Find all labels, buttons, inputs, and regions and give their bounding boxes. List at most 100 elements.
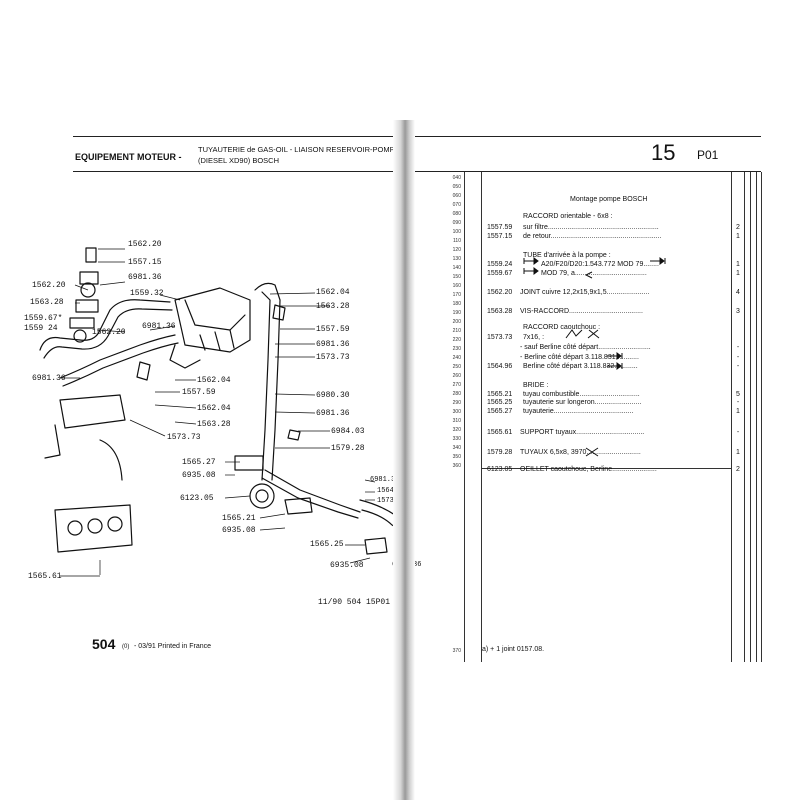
part-qty: -	[736, 344, 740, 351]
part-ref: 6123.05	[487, 466, 513, 473]
part-qty: 1	[736, 449, 740, 456]
row-number: 110	[453, 238, 461, 244]
table-rule	[761, 172, 762, 662]
part-qty: 1	[736, 233, 740, 240]
part-label: 6123.05	[180, 494, 214, 503]
bracket-1565-21	[284, 497, 313, 515]
part-description: RACCORD caoutchouc :	[523, 324, 601, 331]
row-number: 270	[452, 382, 461, 388]
part-description: SUPPORT tuyaux..........................…	[520, 429, 645, 436]
part-description: JOINT cuivre 12,2x15,9x1,5..............…	[520, 289, 650, 296]
row-number: 250	[452, 364, 461, 370]
part-description: BRIDE :	[523, 382, 549, 389]
row-number: 090	[452, 220, 461, 226]
part-description: tuyauterie sur longeron.................…	[523, 399, 642, 406]
part-qty: 1	[736, 270, 740, 277]
part-description: OEILLET caoutchouc, Berline.............…	[520, 466, 657, 473]
part-qty: -	[736, 363, 740, 370]
part-qty: 2	[736, 466, 740, 473]
part-description: sur filtre..............................…	[523, 224, 659, 231]
part-qty: 1	[736, 261, 740, 268]
left-hose	[39, 299, 171, 351]
part-ref: 1557.59	[487, 224, 513, 231]
part-label: 1562.20	[128, 240, 162, 249]
part-label: 6935.08	[330, 561, 364, 570]
part-label: 6981.36	[32, 374, 66, 383]
part-label: 1563.28	[316, 302, 350, 311]
part-label: 1557.15	[128, 258, 162, 267]
part-description: tuyau combustible.......................…	[523, 391, 640, 398]
part-label: 6981.36	[142, 322, 176, 331]
footer-printed: - 03/91 Printed in France	[134, 643, 212, 650]
row-number: 130	[452, 256, 461, 262]
part-label: 6935.08	[182, 471, 216, 480]
row-number: 080	[452, 211, 461, 217]
part-qty: -	[736, 354, 740, 361]
part-description: TUBE d'arrivée à la pompe :	[523, 252, 611, 259]
part-ref: 1559.24	[487, 261, 513, 268]
part-ref: 1563.28	[487, 308, 513, 315]
part-label: 1563.28	[197, 420, 231, 429]
page-code: P01	[697, 148, 719, 162]
part-description: 7x16, :	[523, 334, 545, 341]
part-label: 6984.03	[331, 427, 365, 436]
bracket-1565-25	[364, 537, 388, 555]
part-description: - sauf Berline côté départ..............…	[520, 344, 651, 351]
part-qty: 1	[736, 408, 740, 415]
part-label: 6935.08	[222, 526, 256, 535]
part-ref: 1564.96	[487, 363, 513, 370]
book-gutter-shadow	[393, 120, 415, 800]
part-ref: 1557.15	[487, 233, 513, 240]
part-ref: 1579.28	[487, 449, 513, 456]
row-number: 310	[452, 418, 461, 424]
part-label: 6981.36	[316, 340, 350, 349]
table-heading: Montage pompe BOSCH	[570, 196, 648, 203]
header-title-line1: TUYAUTERIE de GAS-OIL - LIAISON RESERVOI…	[198, 145, 400, 154]
part-label: 1559.32	[130, 289, 164, 298]
row-number: 230	[452, 346, 461, 352]
part-qty: -	[736, 399, 740, 406]
part-ref: 1573.73	[487, 334, 513, 341]
row-number: 070	[452, 202, 461, 208]
part-qty: 4	[736, 289, 740, 296]
row-number: 060	[452, 193, 461, 199]
fitting-top	[85, 247, 97, 263]
part-description: de retour...............................…	[523, 233, 662, 240]
part-label: 1562.04	[316, 288, 350, 297]
part-qty: -	[736, 429, 740, 436]
part-ref: 1565.61	[487, 429, 513, 436]
part-label: 1579.28	[331, 444, 365, 453]
part-label: 1565.61	[28, 572, 62, 581]
part-label: 6980.30	[316, 391, 350, 400]
part-qty: 3	[736, 308, 740, 315]
part-label: 1559 24	[24, 324, 58, 333]
row-number: 160	[452, 283, 461, 289]
table-rule	[744, 172, 745, 662]
footer-page-suffix: (0)	[122, 644, 130, 650]
part-qty: 2	[736, 224, 740, 231]
part-ref: 1565.25	[487, 399, 513, 406]
bracket-1565-27	[234, 455, 264, 471]
footer-page-number: 504	[92, 636, 116, 652]
row-number: 050	[452, 184, 461, 190]
row-number: 180	[452, 301, 461, 307]
clip	[54, 504, 133, 553]
part-description: RACCORD orientable - 6x8 :	[523, 213, 613, 220]
row-number: 140	[452, 265, 461, 271]
part-description: Berline côté départ 3.118.832...........…	[523, 363, 638, 370]
part-label: 1565.21	[222, 514, 256, 523]
part-label: 6981.36	[316, 409, 350, 418]
part-label: 1563.28	[30, 298, 64, 307]
tank	[59, 394, 126, 429]
table-rule	[464, 172, 465, 662]
part-description: A20/F20/D20:1.543.772 MOD 79........	[541, 261, 659, 268]
exploded-diagram	[39, 247, 400, 577]
table-footnote: a) + 1 joint 0157.08.	[482, 646, 545, 653]
right-hose	[254, 282, 281, 481]
filter-body	[174, 287, 251, 353]
header-top-rule	[73, 136, 761, 137]
part-label: 1562.20	[32, 281, 66, 290]
part-label: 1573.73	[167, 433, 201, 442]
row-number: 300	[452, 409, 461, 415]
